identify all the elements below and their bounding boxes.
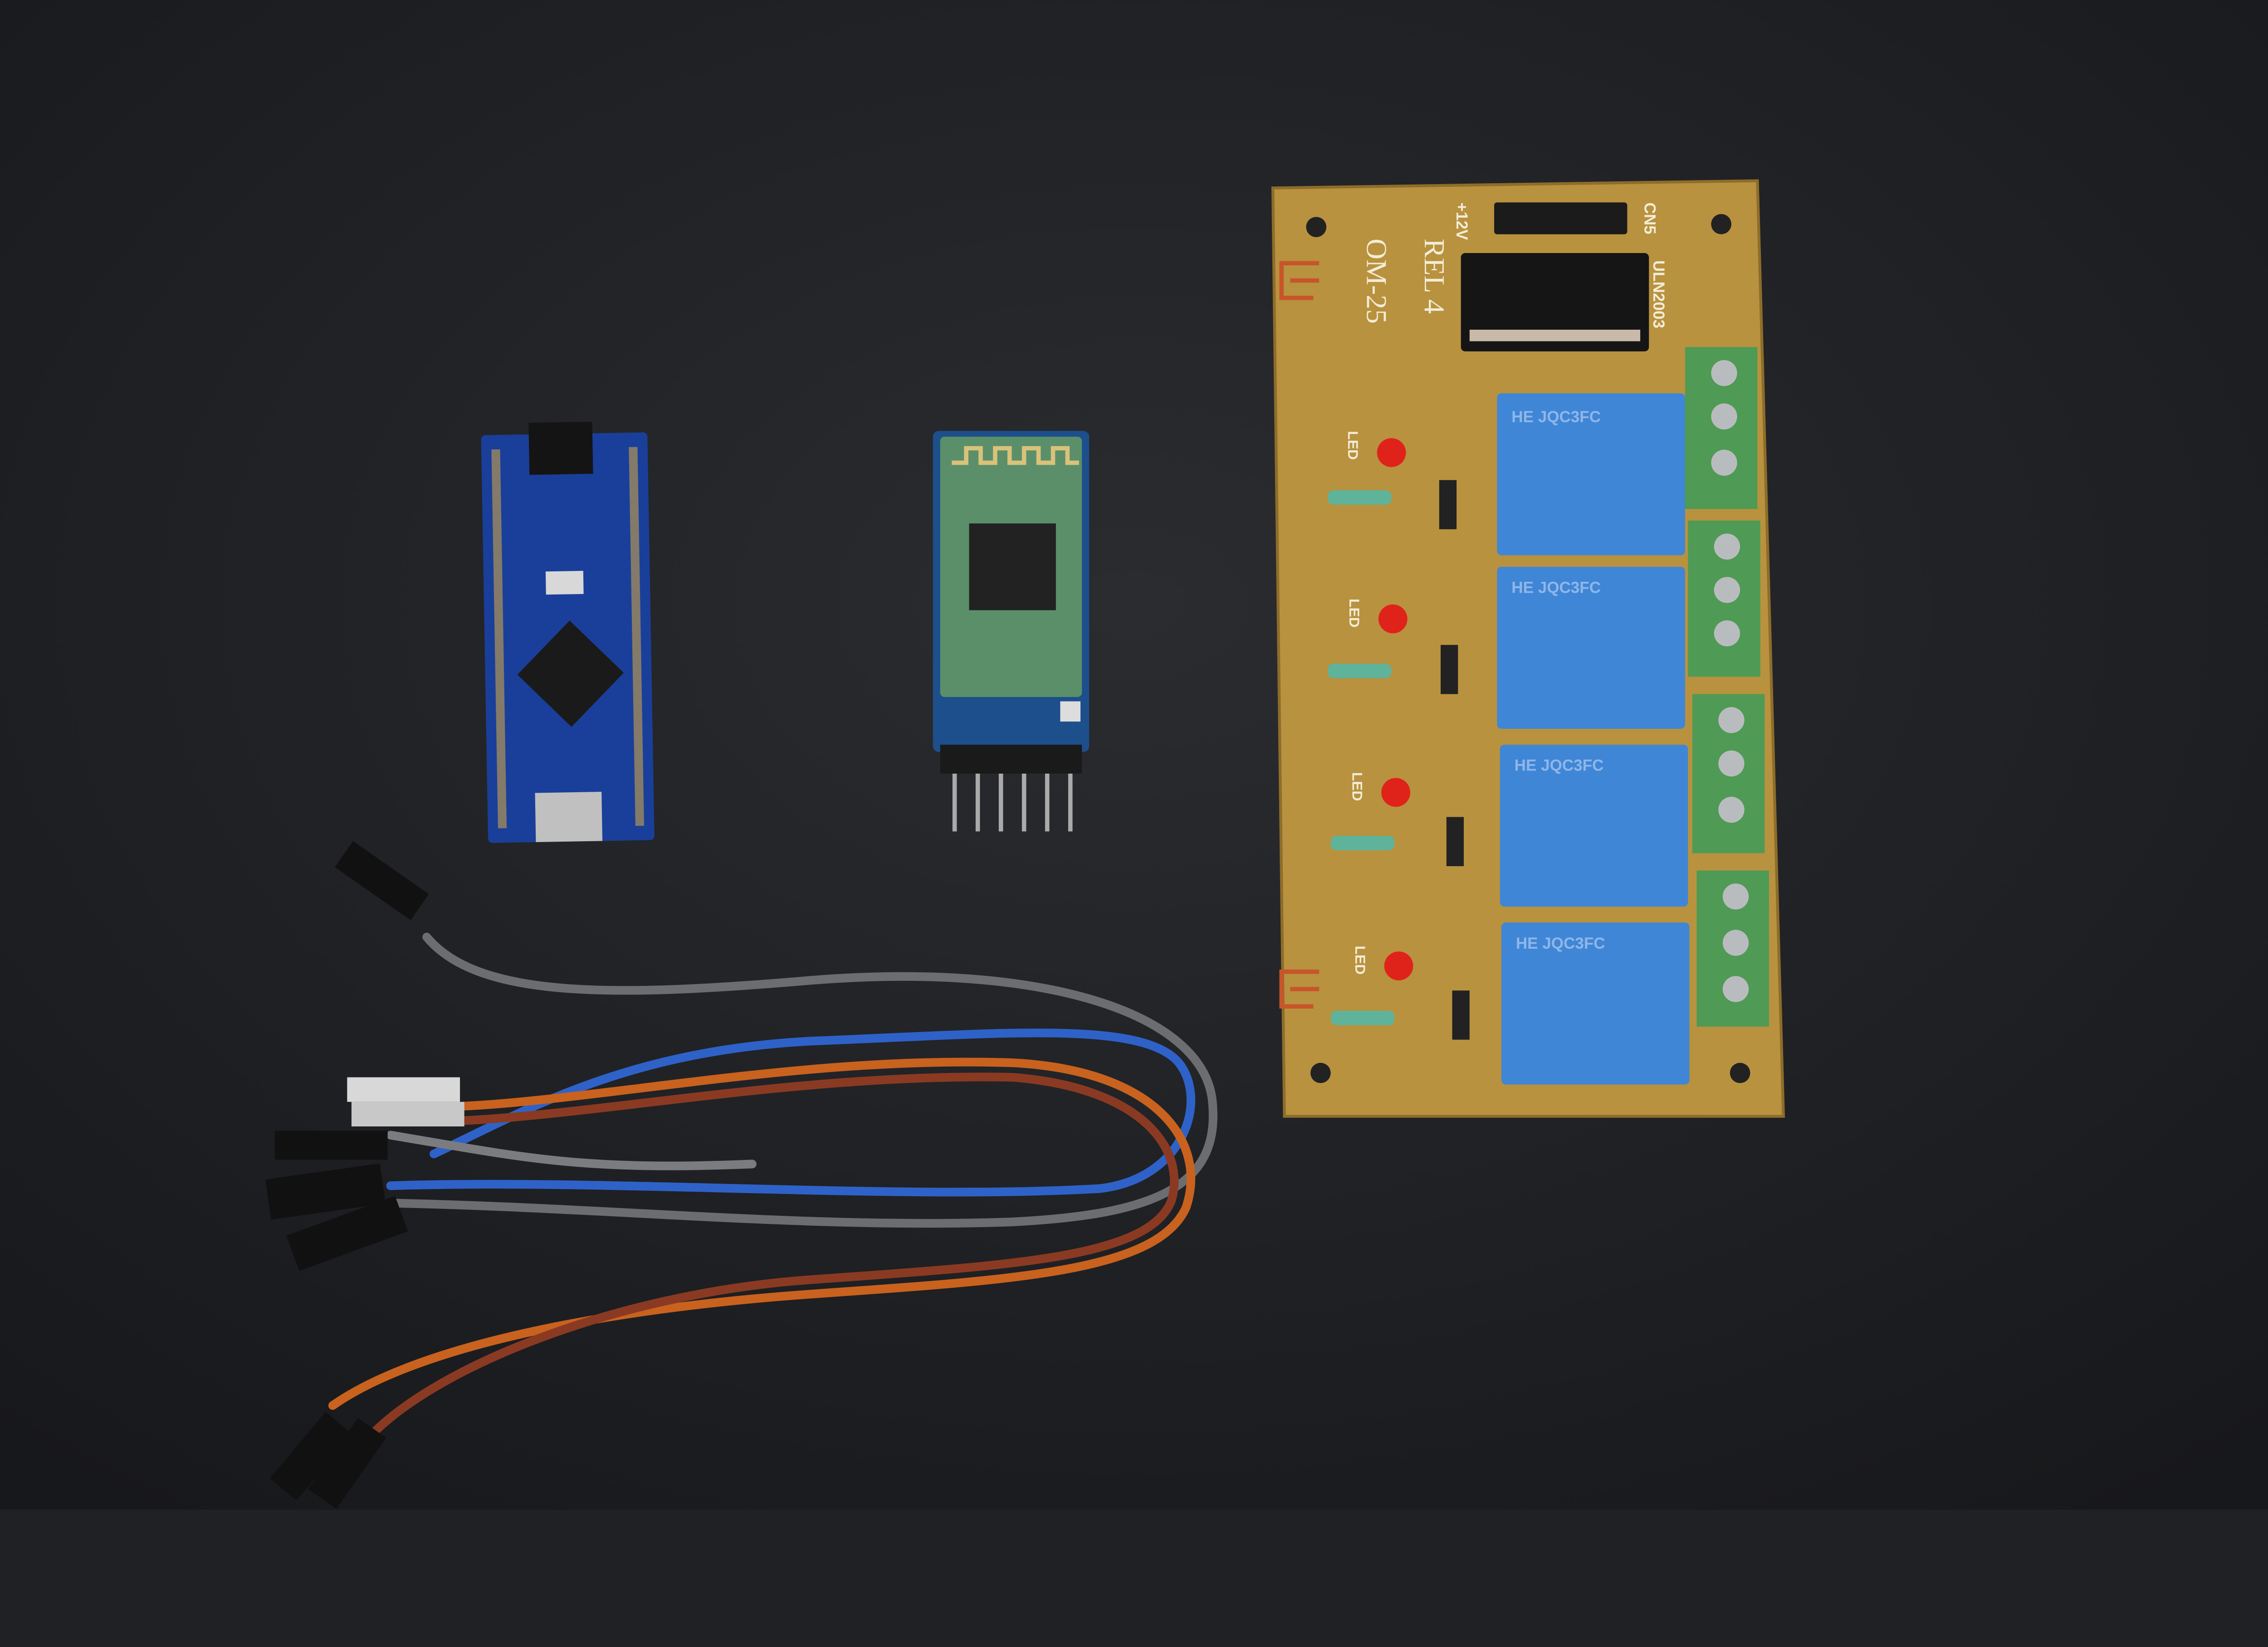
wire-gray [386,932,1217,1228]
antenna-trace [952,446,1079,465]
ic-label: ULN2003 [1650,260,1667,328]
connector-black [335,841,429,921]
mount-hole [1310,1062,1331,1083]
connector-label: CN5 [1641,202,1659,234]
header-pins [952,773,1073,832]
screw [1714,620,1740,647]
logo-mark [1279,970,1320,1009]
ic-pins [1469,330,1641,341]
wire-brown [357,1072,1179,1451]
diode [1441,645,1458,694]
pin-row-right [629,447,644,826]
dupont-connectors [265,841,464,1509]
channel-3: HE JQC3FC LED [1330,694,1765,907]
relay-label: HE JQC3FC [1511,408,1601,426]
connector-black [269,1412,352,1501]
channel-1: HE JQC3FC LED [1328,347,1758,555]
resistor [1330,836,1394,850]
relay [1501,922,1690,1085]
resistor [1328,663,1392,678]
bt-chip [969,523,1056,610]
led [1378,604,1408,633]
relay-board: REL 4 OM-25 +12V CN5 ULN2003 HE JQC3FC L… [1271,179,1785,1118]
screw [1718,707,1745,733]
screw [1722,883,1749,910]
dark-surface [0,0,2268,1510]
board-model: OM-25 [1360,239,1393,324]
led [1381,778,1411,807]
relay [1497,566,1685,729]
wire-blue [386,1028,1196,1197]
pin-row-left [491,449,507,828]
connector-black [286,1196,408,1271]
connector-black [265,1163,386,1220]
led-label: LED [1346,599,1363,628]
screw [1714,533,1740,560]
screw [1718,750,1745,777]
diode [1439,480,1457,530]
usb-port [535,792,603,843]
icsp-header [528,421,593,475]
photo-scene: REL 4 OM-25 +12V CN5 ULN2003 HE JQC3FC L… [0,0,2268,1510]
screw [1711,449,1737,476]
mount-hole [1711,214,1731,234]
screw [1714,577,1740,603]
power-label: +12V [1453,202,1471,240]
mount-hole [1730,1062,1750,1083]
resistor [1330,1010,1394,1025]
relay [1500,745,1688,907]
board-title: REL 4 [1418,239,1451,314]
diode [1446,817,1464,867]
screw [1722,976,1749,1002]
channel-4: HE JQC3FC LED [1330,870,1769,1085]
relay-label: HE JQC3FC [1515,757,1604,775]
resistor [1328,490,1392,505]
relay-label: HE JQC3FC [1516,935,1605,952]
cn5-header [1494,202,1628,234]
relay [1497,393,1685,555]
arduino-nano [481,421,655,843]
reset-button [545,570,584,595]
channel-2: HE JQC3FC LED [1328,520,1760,729]
connector-silver [347,1077,460,1102]
wire-gray-2 [386,1130,757,1170]
mount-hole [1306,217,1327,237]
atmega-chip [517,620,624,727]
connector-silver [351,1101,464,1127]
screw [1711,360,1737,386]
led-label: LED [1352,945,1369,975]
screw [1718,797,1745,823]
screw [1722,930,1749,956]
screw [1711,403,1737,430]
bluetooth-module [933,431,1090,832]
relay-label: HE JQC3FC [1511,579,1601,596]
led [1377,438,1406,467]
connector-black [308,1418,386,1509]
uln2003-ic [1461,253,1649,351]
connector-black [274,1130,388,1160]
diode [1452,990,1470,1040]
logo-mark [1279,261,1320,300]
led-label: LED [1345,431,1361,460]
led [1384,951,1413,980]
pin-header [940,745,1082,774]
led-label: LED [1349,772,1366,801]
jumper-wires [328,932,1217,1451]
bt-button [1060,701,1081,722]
